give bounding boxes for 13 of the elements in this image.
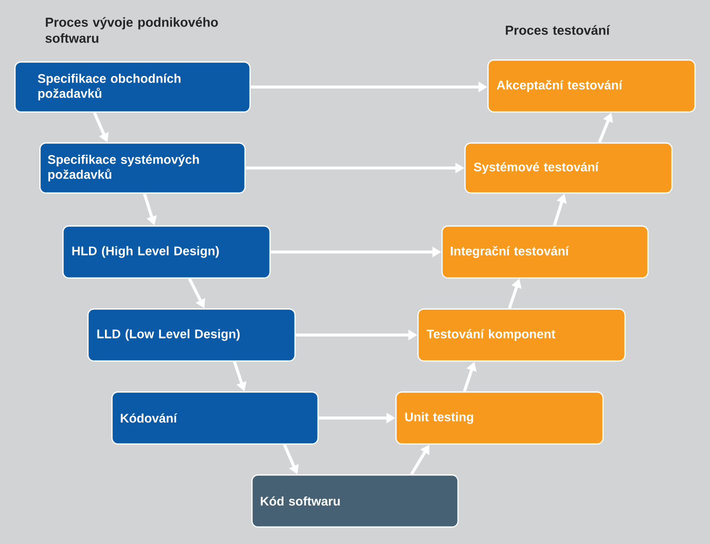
- process-box: Kódování: [111, 391, 319, 445]
- process-box: Specifikace obchodních požadavků: [14, 61, 251, 113]
- process-box: HLD (High Level Design): [62, 225, 271, 279]
- test-box: Systémové testování: [464, 142, 673, 194]
- process-box: LLD (Low Level Design): [87, 308, 296, 362]
- test-box: Unit testing: [395, 391, 604, 445]
- test-box: Testování komponent: [417, 308, 626, 362]
- column-heading: Proces testování: [506, 25, 610, 35]
- column-heading: Proces vývoje podnikového softwaru: [45, 17, 218, 43]
- test-box: Akceptační testování: [487, 59, 696, 113]
- test-box: Integrační testování: [441, 225, 649, 279]
- code-box: Kód softwaru: [251, 474, 459, 528]
- process-box: Specifikace systémových požadavků: [39, 142, 246, 194]
